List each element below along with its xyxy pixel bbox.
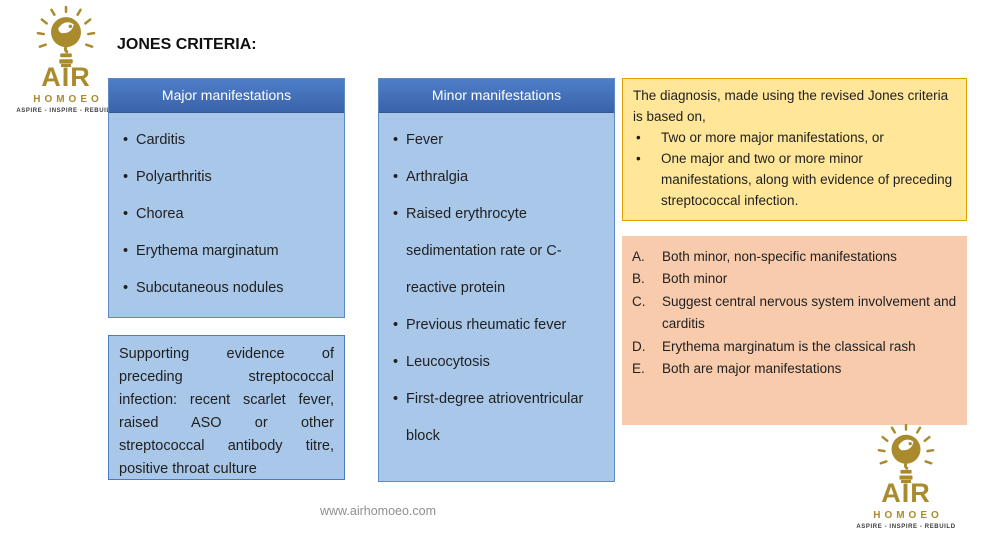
option-letter: D.: [632, 338, 646, 354]
diagnosis-bullet-list: Two or more major manifestations, orOne …: [633, 127, 956, 211]
list-item: Chorea: [123, 196, 336, 233]
answer-option-row: B. Both minor: [632, 268, 959, 290]
list-item: Erythema marginatum: [123, 233, 336, 270]
option-letter: A.: [632, 249, 645, 264]
answer-option-row: D. Erythema marginatum is the classical …: [632, 336, 959, 358]
list-item: Previous rheumatic fever: [393, 307, 606, 344]
supporting-evidence-text: Supporting evidence of preceding strepto…: [119, 346, 334, 477]
option-text: Both minor, non-specific manifestations: [662, 249, 897, 264]
logo-tagline-text: ASPIRE - INSPIRE - REBUILD: [856, 524, 956, 530]
list-item: Polyarthritis: [123, 159, 336, 196]
answer-option-row: A. Both minor, non-specific manifestatio…: [632, 246, 959, 268]
diagnosis-intro-text: The diagnosis, made using the revised Jo…: [633, 88, 949, 124]
logo-brand-text: AIR: [881, 478, 931, 508]
lightbulb-icon: [877, 424, 935, 480]
minor-manifestations-header: Minor manifestations: [379, 79, 614, 113]
option-letter: E.: [632, 361, 645, 377]
list-item: Fever: [393, 122, 606, 159]
list-item: Leucocytosis: [393, 344, 606, 381]
list-item: One major and two or more minor manifest…: [633, 148, 956, 211]
minor-manifestations-box: Minor manifestations FeverArthralgiaRais…: [378, 78, 615, 482]
lightbulb-icon: [36, 6, 96, 64]
list-item: Arthralgia: [393, 159, 606, 196]
logo-tagline-text: ASPIRE - INSPIRE - REBUILD: [16, 108, 116, 114]
list-item: Two or more major manifestations, or: [633, 127, 956, 148]
major-manifestations-list: CarditisPolyarthritisChoreaErythema marg…: [109, 113, 344, 307]
major-manifestations-box: Major manifestations CarditisPolyarthrit…: [108, 78, 345, 318]
list-item: Carditis: [123, 122, 336, 159]
diagnosis-rule-box: The diagnosis, made using the revised Jo…: [622, 78, 967, 221]
website-url: www.airhomoeo.com: [320, 504, 437, 518]
logo-brand-text: AIR: [41, 62, 91, 92]
option-text: Suggest central nervous system involveme…: [662, 293, 957, 332]
option-text: Both are major manifestations: [662, 361, 842, 377]
air-homoeo-logo-top: AIR HOMOEO ASPIRE - INSPIRE - REBUILD: [16, 6, 116, 114]
answer-option-row: C. Suggest central nervous system involv…: [632, 291, 959, 336]
list-item: Subcutaneous nodules: [123, 270, 336, 307]
major-manifestations-header: Major manifestations: [109, 79, 344, 113]
logo-subbrand-text: HOMOEO: [873, 510, 943, 521]
page-title: JONES CRITERIA:: [117, 36, 257, 53]
answer-option-row: E. Both are major manifestations: [632, 358, 959, 380]
air-homoeo-logo-bottom: AIR HOMOEO ASPIRE - INSPIRE - REBUILD: [850, 424, 962, 530]
logo-subbrand-text: HOMOEO: [33, 94, 103, 105]
supporting-evidence-box: Supporting evidence of preceding strepto…: [108, 335, 345, 480]
option-text: Both minor: [662, 271, 728, 287]
answer-options-box: A. Both minor, non-specific manifestatio…: [622, 236, 967, 425]
list-item: Raised erythrocyte sedimentation rate or…: [393, 196, 606, 307]
option-letter: B.: [632, 271, 645, 287]
option-letter: C.: [632, 293, 646, 309]
list-item: First-degree atrioventricular block: [393, 381, 606, 455]
minor-manifestations-list: FeverArthralgiaRaised erythrocyte sedime…: [379, 113, 614, 455]
option-text: Erythema marginatum is the classical ras…: [662, 338, 916, 354]
answer-options-list: A. Both minor, non-specific manifestatio…: [632, 246, 959, 380]
